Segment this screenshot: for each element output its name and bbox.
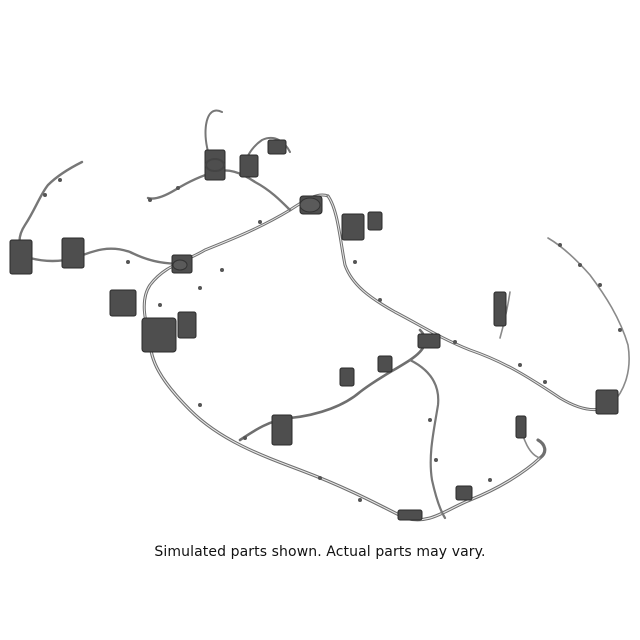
disclaimer-caption: Simulated parts shown. Actual parts may … — [154, 544, 486, 560]
harness-far-left-branch — [18, 160, 192, 265]
grommet — [205, 158, 225, 172]
wiring-harness-illustration — [9, 109, 630, 522]
connector-left-cluster — [9, 239, 33, 275]
harness-inner-branch — [238, 328, 427, 442]
